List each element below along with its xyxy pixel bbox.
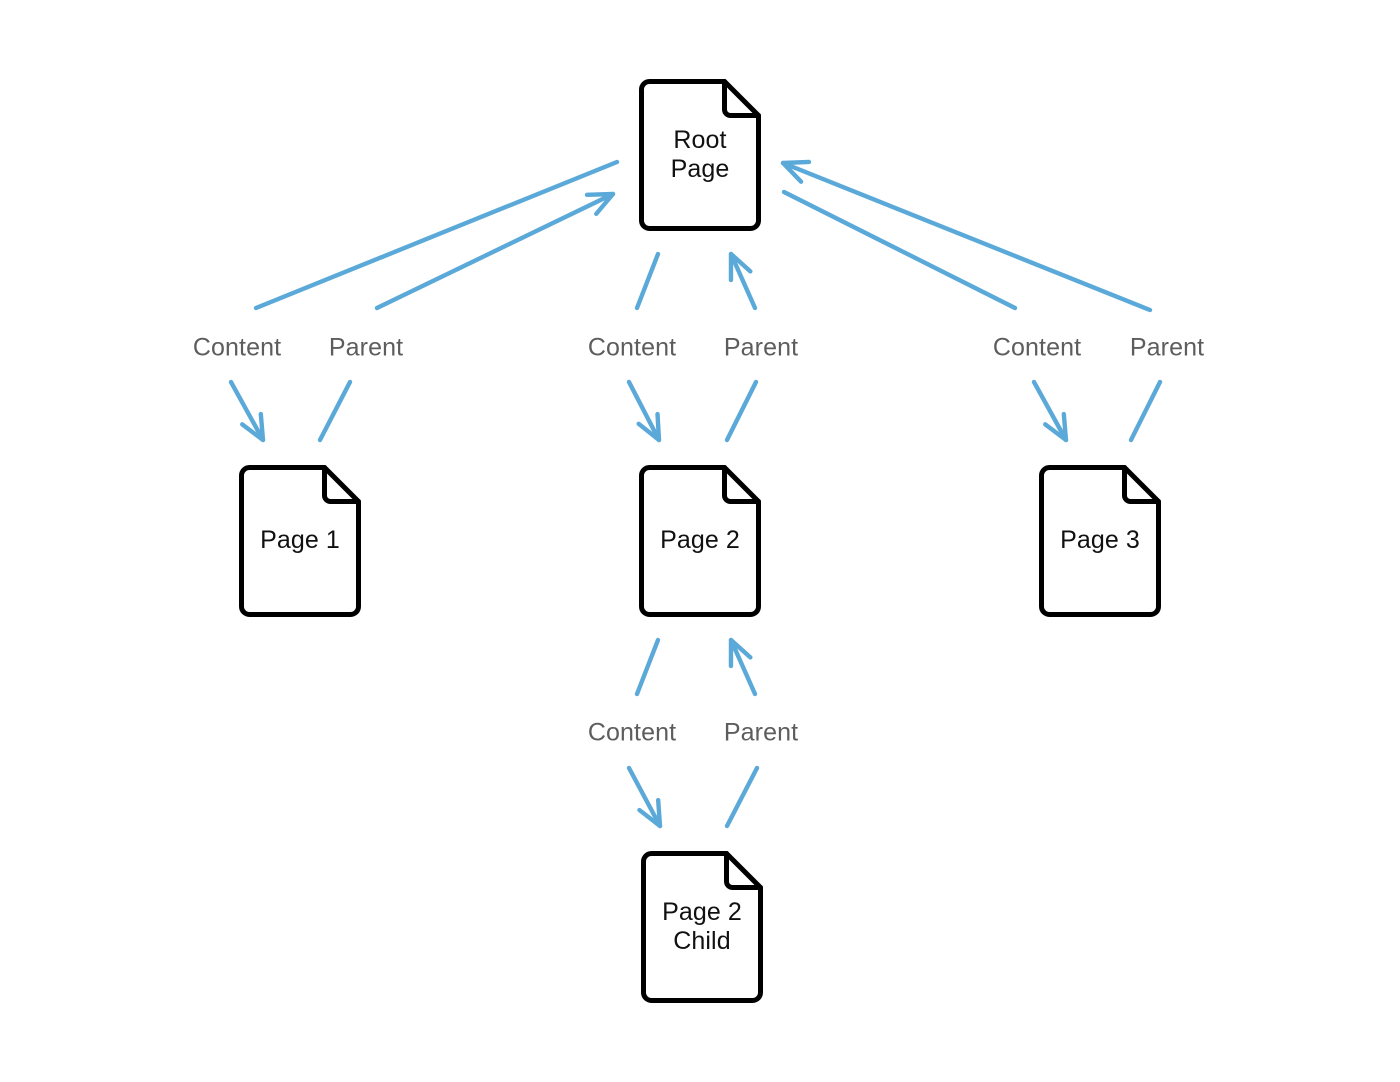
page-document-icon xyxy=(641,851,763,1003)
page-body xyxy=(1039,465,1161,617)
edge-line xyxy=(317,379,353,443)
edge-parent-page3-to-root xyxy=(1128,379,1163,443)
edge-line xyxy=(724,765,760,829)
edge-label-content: Content xyxy=(992,333,1082,362)
page-document-icon xyxy=(639,465,761,617)
edge-label-content: Content xyxy=(587,718,677,747)
edge-content-page2-to-page2child xyxy=(626,765,663,829)
edge-content-root-to-page3 xyxy=(1031,379,1069,443)
arrowhead xyxy=(780,159,812,184)
arrowhead xyxy=(637,797,663,829)
edge-line xyxy=(253,159,620,311)
edge-line xyxy=(634,637,661,697)
edge-line xyxy=(634,251,661,311)
edge-parent-page1-to-root xyxy=(317,379,353,443)
page-body xyxy=(239,465,361,617)
edge-line xyxy=(780,160,1153,313)
edge-parent-page2-to-root xyxy=(724,379,759,443)
edge-label-content: Content xyxy=(192,333,282,362)
arrowhead xyxy=(728,637,753,669)
edge-label-parent: Parent xyxy=(723,718,799,747)
edge-line xyxy=(728,637,758,697)
page-document-icon xyxy=(239,465,361,617)
edge-content-root-to-page1 xyxy=(253,159,620,311)
edge-line xyxy=(1031,379,1069,443)
arrowhead xyxy=(584,191,616,217)
page-folded-corner xyxy=(722,465,761,504)
edge-line xyxy=(1128,379,1163,443)
node-page3[interactable]: Page 3 xyxy=(1039,465,1161,617)
page-body xyxy=(641,851,763,1003)
arrowhead xyxy=(240,411,266,443)
edge-line xyxy=(728,251,758,311)
edge-line xyxy=(781,189,1018,311)
arrowhead xyxy=(636,411,662,443)
edge-line xyxy=(626,379,662,443)
page-document-icon xyxy=(639,79,761,231)
edge-parent-page2child-to-page2 xyxy=(728,637,758,697)
page-folded-corner xyxy=(724,851,763,890)
arrowhead xyxy=(1043,411,1069,443)
edge-label-parent: Parent xyxy=(723,333,799,362)
edge-label-parent: Parent xyxy=(1129,333,1205,362)
edge-content-root-to-page2 xyxy=(634,251,661,311)
page-body xyxy=(639,465,761,617)
page-folded-corner xyxy=(1122,465,1161,504)
edge-parent-page1-to-root xyxy=(374,191,616,311)
edge-label-content: Content xyxy=(587,333,677,362)
node-page2[interactable]: Page 2 xyxy=(639,465,761,617)
node-page1[interactable]: Page 1 xyxy=(239,465,361,617)
edge-content-root-to-page2 xyxy=(626,379,662,443)
edge-line xyxy=(228,379,266,443)
page-document-icon xyxy=(1039,465,1161,617)
edge-parent-page2-to-root xyxy=(728,251,758,311)
page-body xyxy=(639,79,761,231)
edge-line xyxy=(626,765,663,829)
arrowhead xyxy=(728,251,753,283)
page-folded-corner xyxy=(322,465,361,504)
edge-line xyxy=(374,191,616,311)
edge-parent-page3-to-root xyxy=(780,159,1153,313)
edge-content-root-to-page1 xyxy=(228,379,266,443)
edge-parent-page2child-to-page2 xyxy=(724,765,760,829)
edge-content-page2-to-page2child xyxy=(634,637,661,697)
edge-label-parent: Parent xyxy=(328,333,404,362)
page-folded-corner xyxy=(722,79,761,118)
edge-line xyxy=(724,379,759,443)
edge-content-root-to-page3 xyxy=(781,189,1018,311)
